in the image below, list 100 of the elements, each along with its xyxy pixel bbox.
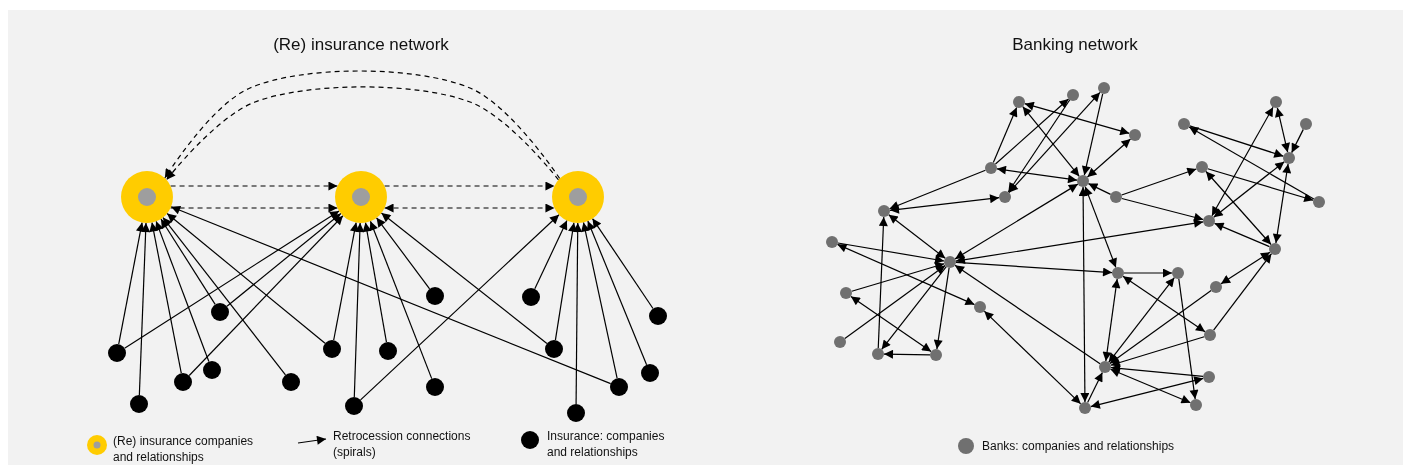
- legend-text: (Re) insurance companies and relationships: [113, 433, 255, 465]
- reinsurer-circle: [121, 171, 173, 223]
- arrow: [1291, 128, 1304, 154]
- bank-dot: [1196, 161, 1208, 173]
- arrow: [162, 216, 287, 376]
- bank-dot: [1283, 152, 1295, 164]
- bank-dot: [834, 336, 846, 348]
- insurer-dot: [282, 373, 300, 391]
- insurer-dot: [323, 340, 341, 358]
- insurer-dot: [567, 404, 585, 422]
- arrow: [1024, 101, 1130, 136]
- arrow: [1189, 125, 1284, 158]
- dashed-arrow: [383, 203, 556, 213]
- arrow: [954, 183, 1079, 260]
- arrow: [836, 243, 976, 306]
- bank-dot: [1110, 191, 1122, 203]
- arrow: [851, 261, 945, 292]
- arrow: [1121, 197, 1204, 222]
- arrow: [1272, 163, 1292, 244]
- bank-dot: [840, 287, 852, 299]
- bank-dot: [1077, 175, 1089, 187]
- insurer-dot: [130, 395, 148, 413]
- insurer-dot: [649, 307, 667, 325]
- arrow: [124, 210, 340, 349]
- bank-dot: [930, 349, 942, 361]
- arrow: [1007, 99, 1071, 193]
- network-title: Banking network: [1012, 35, 1138, 55]
- arrow: [844, 264, 946, 340]
- arrow: [166, 212, 326, 344]
- bank-dot: [985, 162, 997, 174]
- bank-dot: [1178, 118, 1190, 130]
- arrow: [155, 220, 210, 363]
- arrow: [581, 221, 618, 379]
- arrow: [850, 295, 932, 353]
- arrow: [359, 214, 560, 401]
- dashed-arrow: [164, 70, 561, 180]
- reinsurer-circle: [335, 171, 387, 223]
- arrow: [375, 217, 431, 290]
- insurer-dot: [174, 373, 192, 391]
- bank-dot: [1129, 129, 1141, 141]
- dashed-arrow: [169, 203, 339, 213]
- bank-dot: [944, 256, 956, 268]
- arrow: [591, 218, 654, 310]
- arrow: [1220, 251, 1271, 285]
- arrow: [1090, 376, 1204, 409]
- bank-dot: [872, 348, 884, 360]
- arrow: [149, 221, 182, 374]
- bank-dot: [878, 205, 890, 217]
- arrow: [1123, 268, 1173, 278]
- arrow: [1110, 336, 1205, 367]
- arrow: [160, 218, 216, 305]
- insurer-dot: [641, 364, 659, 382]
- dashed-arrow: [383, 181, 556, 191]
- arrow: [353, 222, 365, 398]
- insurer-dot: [379, 342, 397, 360]
- arrow: [992, 106, 1018, 164]
- arrow: [955, 261, 1113, 277]
- arrow: [573, 222, 583, 405]
- arrow: [1188, 126, 1315, 200]
- arrow: [1213, 222, 1271, 248]
- arrow: [587, 220, 648, 366]
- arrow: [881, 266, 947, 350]
- arrow: [983, 310, 1082, 405]
- arrow: [1008, 91, 1101, 194]
- bank-dot: [1099, 361, 1111, 373]
- arrow: [1275, 107, 1290, 153]
- arrow: [889, 194, 1000, 214]
- bank-dot: [1098, 82, 1110, 94]
- arrow: [955, 218, 1204, 265]
- arrow: [1211, 106, 1274, 217]
- arrow: [1178, 278, 1199, 400]
- arrow: [362, 222, 388, 343]
- bank-dot: [1067, 89, 1079, 101]
- arrow: [1087, 371, 1103, 404]
- arrow: [1078, 186, 1090, 403]
- arrow: [1121, 167, 1197, 196]
- bank-dot: [1203, 371, 1215, 383]
- arrow: [1109, 368, 1192, 404]
- arrow: [1109, 289, 1212, 365]
- dashed-arrow: [169, 181, 339, 191]
- arrow: [933, 267, 950, 350]
- arrow: [996, 165, 1078, 184]
- insurer-dot: [345, 397, 363, 415]
- arrow: [369, 220, 433, 380]
- arrow: [554, 222, 577, 341]
- arrow: [888, 169, 987, 210]
- arrow: [994, 98, 1070, 165]
- arrow: [1122, 275, 1206, 333]
- bank-dot: [1203, 215, 1215, 227]
- arrow: [1084, 186, 1117, 268]
- insurer-dot: [610, 378, 628, 396]
- arrow: [837, 242, 945, 264]
- insurer-dot: [545, 340, 563, 358]
- arrow: [1213, 161, 1285, 218]
- arrow: [877, 216, 888, 349]
- arrow: [333, 221, 359, 341]
- bank-dot: [1013, 96, 1025, 108]
- bank-dot: [1204, 329, 1216, 341]
- arrow: [226, 212, 342, 307]
- insurer-dot: [108, 344, 126, 362]
